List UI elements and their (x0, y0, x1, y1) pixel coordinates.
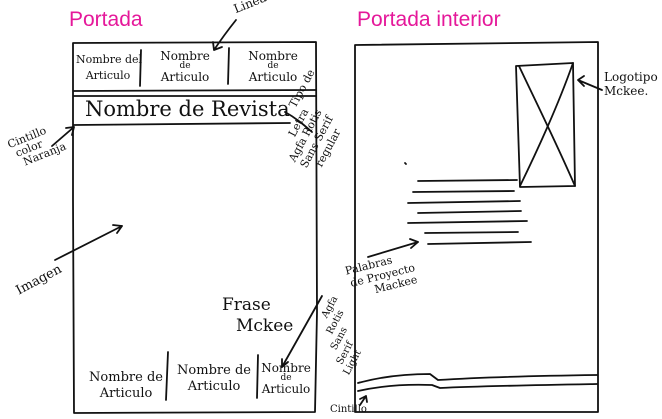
footer-article-1-line1: Nombre de (89, 370, 163, 385)
header-article-2-line2: Articulo (160, 70, 210, 84)
footer-article-3-mid: de (280, 373, 292, 383)
header-divider-1 (139, 49, 142, 87)
footer-divider-1 (165, 351, 169, 401)
text-line-4 (417, 210, 522, 214)
dot-mark (404, 162, 407, 165)
footer-divider-2 (256, 354, 259, 399)
cintillo-bottom-annotation: Cintillo (330, 404, 367, 415)
header-article-3: Nombre de Articulo (234, 50, 312, 83)
palabras-arrow (367, 238, 419, 258)
header-article-3-line1: Nombre (248, 49, 298, 63)
header-article-3-line2: Articulo (248, 70, 298, 84)
footer-article-3: Nombre de Articulo (256, 362, 316, 395)
inner-frame (354, 41, 599, 413)
cintillo-band-top (357, 373, 598, 384)
cover-frame (72, 41, 318, 414)
tipo-arrow (284, 111, 313, 133)
header-line-top (73, 89, 317, 92)
logotipo-line2: Mckee. (604, 84, 649, 99)
cover-title: Portada (69, 8, 143, 31)
header-article-1-line1: Nombre del (76, 53, 143, 66)
header-article-1: Nombre del Articulo (76, 53, 143, 82)
logotipo-line1: Logotipo (604, 70, 658, 84)
text-line-3 (407, 200, 521, 204)
linea-arrow (212, 19, 237, 51)
footer-article-2: Nombre de Articulo (172, 364, 256, 393)
footer-font-arrow (281, 295, 323, 368)
inner-cover-title: Portada interior (357, 8, 501, 31)
footer-article-3-line1: Nombre (261, 361, 311, 375)
text-line-5 (407, 220, 528, 224)
footer-article-2-line1: Nombre de (177, 363, 251, 378)
text-line-1 (417, 179, 518, 182)
phrase-line2: Mckee (236, 316, 294, 336)
imagen-arrow (54, 224, 123, 261)
phrase-line1: Frase (222, 295, 271, 315)
logotipo-annotation: Logotipo Mckee. (604, 70, 658, 99)
cintillo-band-bottom (357, 383, 598, 392)
header-article-2: Nombre de Articulo (144, 50, 226, 83)
header-article-2-line1: Nombre (160, 49, 210, 63)
header-article-3-mid: de (267, 61, 279, 71)
text-line-7 (427, 241, 532, 245)
cintillo-line (73, 122, 291, 126)
magazine-name: Nombre de Revista (85, 97, 290, 121)
logo-x-2 (519, 62, 574, 187)
footer-article-2-line2: Articulo (187, 379, 241, 394)
footer-article-3-line2: Articulo (261, 382, 311, 396)
phrase-mckee: Frase Mckee (222, 297, 293, 335)
header-article-2-mid: de (179, 61, 191, 71)
header-article-1-line2: Articulo (85, 69, 131, 82)
text-line-2 (412, 190, 515, 193)
header-divider-2 (227, 47, 230, 85)
footer-article-1-line2: Articulo (99, 386, 153, 401)
text-line-6 (424, 231, 519, 234)
cintillo-arrow-bottom (359, 395, 368, 406)
logo-arrow (577, 75, 603, 91)
cintillo-arrow (51, 126, 75, 147)
footer-article-1: Nombre de Articulo (84, 371, 168, 400)
logo-x-1 (518, 65, 576, 187)
